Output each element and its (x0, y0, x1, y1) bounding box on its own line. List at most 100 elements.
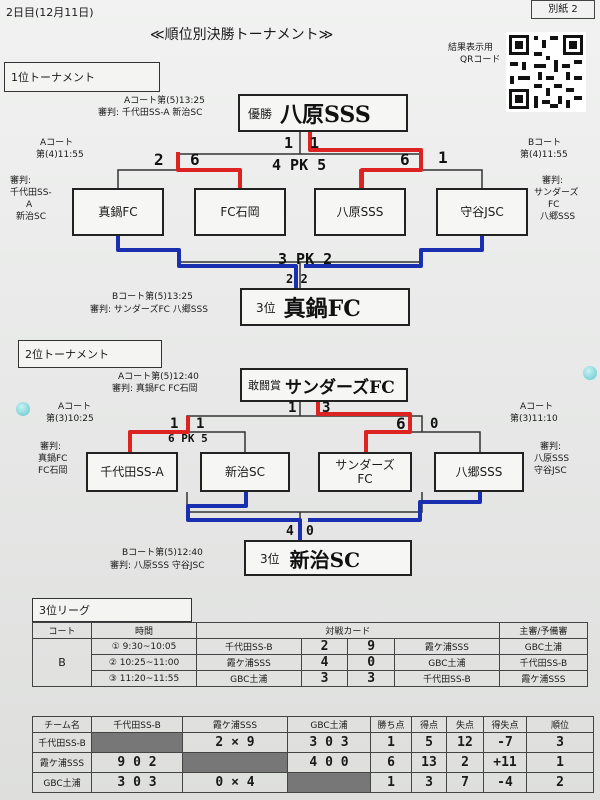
column-header: 時間 (91, 622, 197, 639)
court-info: 第(4)11:55 (36, 150, 84, 160)
table-cell: GBC土浦 (195, 670, 302, 687)
goal-diff-cell: -4 (483, 772, 527, 793)
table-cell: 千代田SS-B (498, 654, 589, 671)
column-header: 勝ち点 (370, 716, 412, 733)
score-cell: 9 (347, 638, 395, 655)
referee-info: 審判: (542, 176, 564, 186)
referee-info: 八原SSS (534, 454, 570, 464)
score: 6 (190, 150, 200, 169)
third-name: 真鍋FC (283, 296, 361, 322)
goals-for-cell: 5 (411, 732, 447, 753)
column-header: 失点 (446, 716, 484, 733)
referee-info: 千代田SS- (10, 188, 52, 198)
table-cell: ③ 11:20~11:55 (91, 670, 197, 687)
score-cell: 4 (300, 654, 349, 671)
court-info: 第(3)11:10 (510, 414, 558, 424)
column-header: 霞ケ浦SSS (182, 716, 288, 733)
match-info: Bコート第(5)12:40 (122, 548, 203, 558)
score: 6 (396, 414, 406, 433)
qr-label: 結果表示用 (448, 43, 494, 53)
referee-info: 審判: (40, 442, 62, 452)
rank-cell: 2 (526, 772, 594, 793)
referee-info: サンダーズ (534, 188, 579, 198)
points-cell: 6 (370, 752, 412, 773)
qr-label: QRコード (460, 55, 501, 65)
goals-against-cell: 2 (446, 752, 484, 773)
pushpin-icon (16, 402, 30, 416)
score: 0 (430, 416, 439, 432)
result-cell: 4 0 0 (287, 752, 371, 773)
referee-info: FC (548, 200, 560, 210)
goals-against-cell: 12 (446, 732, 484, 753)
winner-box: 優勝 八原SSS (238, 94, 408, 132)
column-header: 順位 (526, 716, 594, 733)
goal-diff-cell: -7 (483, 732, 527, 753)
blank-cell (182, 752, 288, 773)
column-header: コート (31, 622, 93, 639)
section-header: 1位トーナメント (4, 62, 160, 92)
blank-cell (91, 732, 183, 753)
table-cell: ① 9:30~10:05 (91, 638, 197, 655)
section-header: 3位リーグ (32, 598, 192, 622)
referee-info: 守谷JSC (534, 466, 567, 476)
team-cell: 霞ケ浦SSS (32, 752, 92, 773)
match-info: 審判: 真鍋FC FC石岡 (112, 384, 198, 394)
team-box: サンダーズ FC (318, 452, 412, 492)
section-header: 2位トーナメント (18, 340, 162, 368)
pk-score: 3 PK 2 (278, 250, 333, 268)
court-info: 第(3)10:25 (46, 414, 94, 424)
match-info: Aコート第(5)13:25 (124, 96, 205, 106)
result-cell: 9 0 2 (91, 752, 183, 773)
team-box: 八原SSS (314, 188, 406, 236)
goals-for-cell: 13 (411, 752, 447, 773)
table-cell: 霞ケ浦SSS (195, 654, 302, 671)
table-cell: 霞ケ浦SSS (498, 670, 589, 687)
court-info: Bコート (528, 138, 562, 148)
referee-info: FC石岡 (38, 466, 68, 476)
court-cell: B (31, 638, 93, 687)
table-cell: 千代田SS-B (195, 638, 302, 655)
referee-info: 新治SC (16, 212, 46, 222)
score-cell: 2 (300, 638, 349, 655)
score-cell: 3 (347, 670, 395, 687)
result-cell: 2 × 9 (182, 732, 288, 753)
pushpin-icon (583, 366, 597, 380)
points-cell: 1 (370, 732, 412, 753)
rank-cell: 1 (526, 752, 594, 773)
result-cell: 3 0 3 (287, 732, 371, 753)
team-cell: GBC土浦 (32, 772, 92, 793)
third-place-box: 3位 真鍋FC (240, 288, 410, 326)
third-place-box: 3位 新治SC (244, 540, 412, 576)
points-cell: 1 (370, 772, 412, 793)
referee-info: 審判: (10, 176, 32, 186)
column-header: 得点 (411, 716, 447, 733)
winner-name: 八原SSS (280, 102, 371, 128)
score: 6 (400, 150, 410, 169)
fighting-spirit-box: 敢闘賞 サンダーズFC (240, 368, 408, 402)
team-box: 千代田SS-A (86, 452, 178, 492)
winner-label: 優勝 (248, 106, 273, 121)
score: 2 2 (286, 272, 308, 286)
score: 3 (322, 400, 331, 416)
third-label: 3位 (260, 551, 280, 566)
bracket-lines-1 (116, 132, 484, 288)
team-cell: 千代田SS-B (32, 732, 92, 753)
table-cell: GBC土浦 (498, 638, 589, 655)
score: 4 (286, 524, 294, 539)
column-header: 千代田SS-B (91, 716, 183, 733)
qr-code-icon (506, 32, 586, 112)
result-cell: 3 0 3 (91, 772, 183, 793)
referee-info: A (26, 200, 33, 210)
date-label: 2日目(12月11日) (6, 6, 94, 19)
match-info: 審判: 八原SSS 守谷JSC (110, 561, 205, 571)
score-cell: 3 (300, 670, 349, 687)
rank-cell: 3 (526, 732, 594, 753)
standings-table: チーム名 千代田SS-B 霞ケ浦SSS GBC土浦 勝ち点 得点 失点 得失点 … (32, 716, 594, 793)
score-cell: 0 (347, 654, 395, 671)
table-cell: ② 10:25~11:00 (91, 654, 197, 671)
goal-diff-cell: +11 (483, 752, 527, 773)
team-box: FC石岡 (194, 188, 286, 236)
third-name: 新治SC (289, 547, 361, 572)
goals-for-cell: 3 (411, 772, 447, 793)
